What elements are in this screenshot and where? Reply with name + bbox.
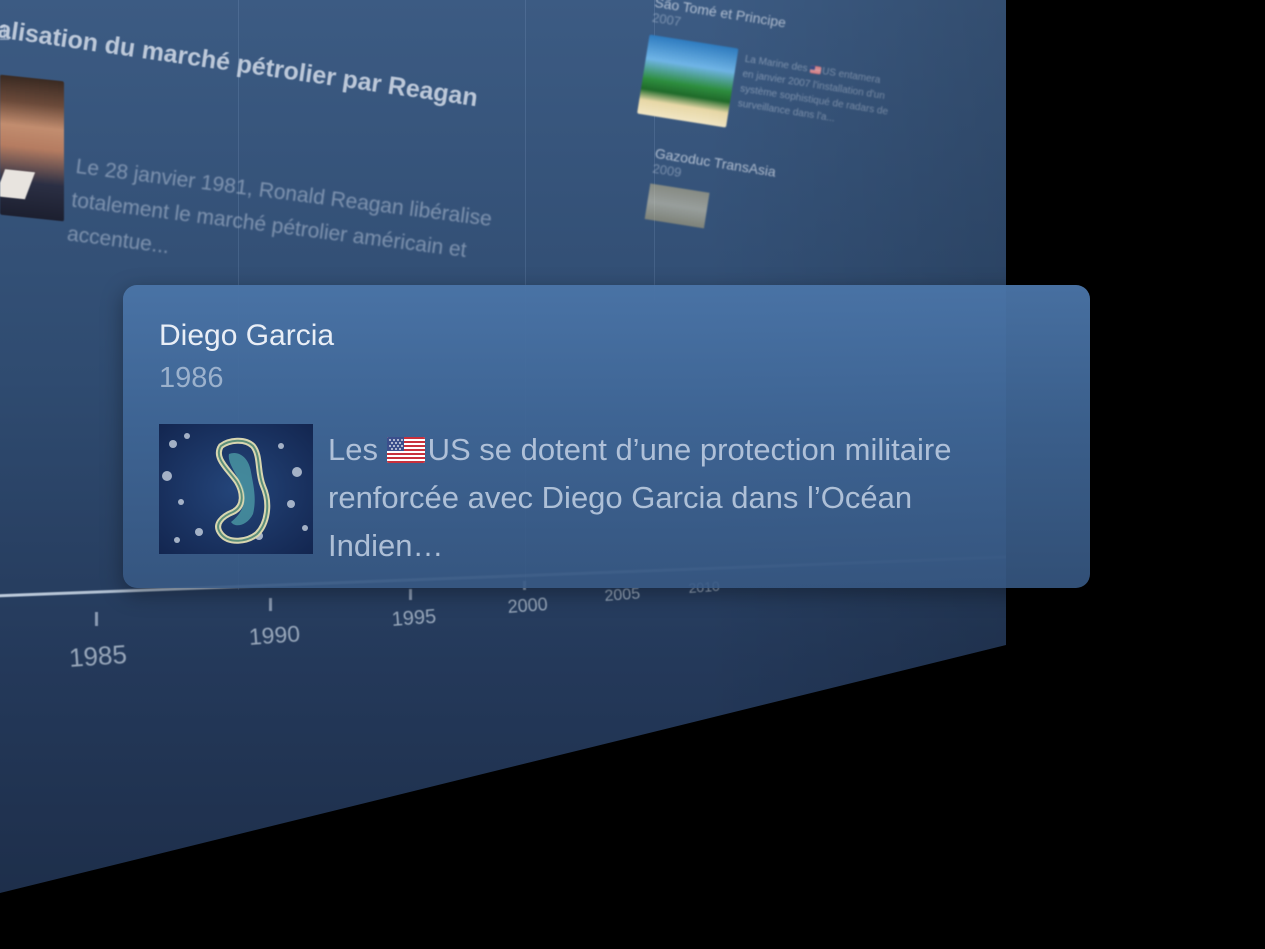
event-popup[interactable]: Diego Garcia 1986 [123, 285, 1090, 588]
event-title-reagan[interactable]: ralisation du marché pétrolier par Reaga… [0, 14, 480, 113]
event-text-sao-tome: La Marine des US entamera en janvier 200… [736, 53, 889, 125]
popup-description: Les US se dotent d’une protection milita… [328, 432, 952, 563]
axis-label-1990: 1990 [248, 620, 301, 650]
popup-year: 1986 [159, 362, 224, 394]
sao-tome-photo[interactable] [637, 34, 739, 128]
axis-label-1995: 1995 [391, 605, 437, 631]
side-event-gazoduc[interactable]: Gazoduc TransAsia 2009 [621, 114, 963, 267]
diego-garcia-satellite-image[interactable] [159, 424, 313, 554]
axis-tick [409, 589, 412, 600]
reagan-photo[interactable] [0, 74, 64, 222]
axis-label-2005: 2005 [604, 585, 641, 605]
side-event-column: São Tomé et Principe 2007 La Marine des … [621, 0, 982, 267]
axis-label-1985: 1985 [68, 638, 128, 673]
us-flag-icon [386, 437, 425, 463]
axis-tick [269, 598, 272, 611]
year-gridline [654, 0, 655, 300]
axis-label-2000: 2000 [507, 594, 549, 617]
axis-tick [95, 612, 98, 626]
event-year-reagan: 1 [0, 20, 11, 45]
popup-title: Diego Garcia [159, 319, 335, 352]
us-flag-icon [809, 65, 822, 75]
